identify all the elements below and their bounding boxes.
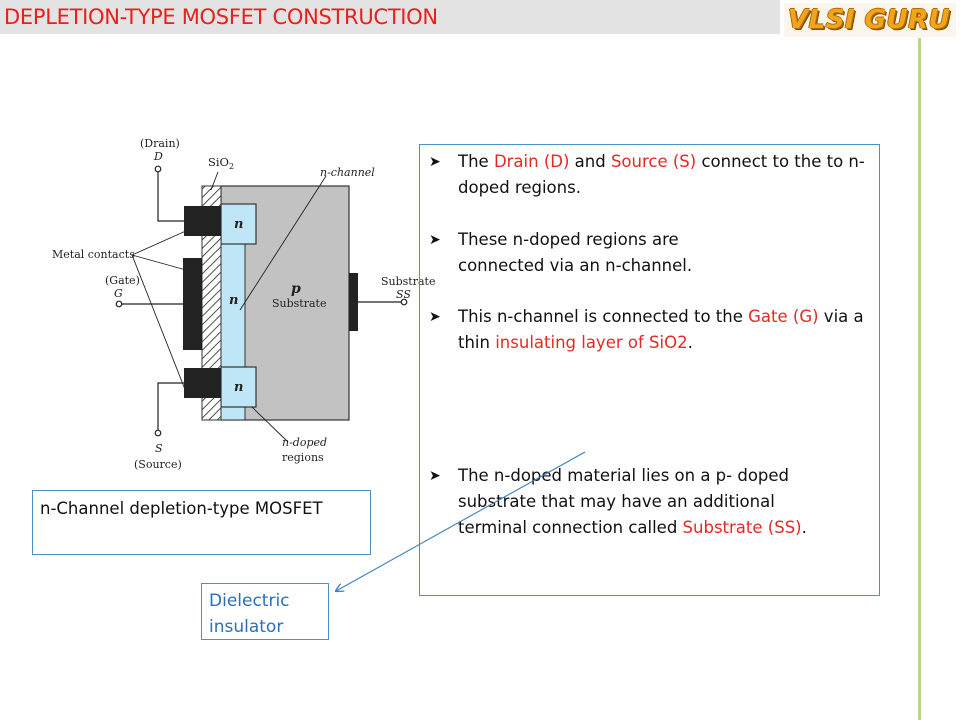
p-label: p [291, 281, 301, 297]
n-region-top [220, 203, 257, 245]
n-region-bottom [220, 366, 257, 408]
metal-contacts-label: Metal contacts [52, 248, 135, 261]
drain-symbol: D [153, 150, 163, 163]
drain-contact [184, 206, 221, 236]
ndoped-regions-label: regions [282, 451, 324, 464]
source-symbol: S [155, 442, 163, 455]
substrate-terminal [400, 298, 408, 306]
slide-title: DEPLETION-TYPE MOSFET CONSTRUCTION [4, 5, 438, 29]
bullet-substrate: ➤ The n-doped material lies on a p- dope… [429, 463, 829, 541]
mosfet-svg: (Drain) D SiO2 n-channel Metal contacts … [52, 137, 435, 471]
substrate-label: Substrate [272, 297, 326, 310]
nchannel-label: n-channel [320, 166, 375, 179]
ndoped-leader [251, 406, 289, 443]
drain-label: (Drain) [140, 137, 180, 150]
drain-terminal [154, 165, 162, 173]
n-top-label: n [234, 217, 243, 232]
gate-terminal [115, 300, 123, 308]
explanation-box: ➤ The Drain (D) and Source (S) connect t… [419, 144, 880, 596]
green-divider-line [918, 38, 921, 720]
bullet-drain-source: ➤ The Drain (D) and Source (S) connect t… [429, 149, 865, 201]
gate-contact [183, 258, 202, 350]
nchannel-leader [239, 175, 327, 311]
substrate-terminal-label: Substrate [381, 275, 435, 288]
source-contact [184, 368, 221, 398]
bullet-arrow-icon: ➤ [429, 309, 441, 325]
gate-symbol: G [114, 287, 123, 300]
logo-text: VLSI GURU [788, 5, 951, 35]
source-wire [157, 382, 184, 430]
metal-leader-2 [131, 254, 187, 271]
diagram-caption: n-Channel depletion-type MOSFET [32, 490, 371, 555]
metal-leader-3 [131, 254, 187, 393]
bullet-n-doped-regions: ➤ These n-doped regions are connected vi… [429, 227, 719, 279]
sio2-leader [210, 171, 219, 191]
mosfet-diagram: (Drain) D SiO2 n-channel Metal contacts … [40, 130, 440, 480]
dielectric-insulator-label: Dielectric insulator [201, 583, 329, 640]
drain-wire [157, 171, 184, 222]
substrate-terminal-symbol: SS [396, 288, 411, 301]
gate-label: (Gate) [105, 274, 140, 287]
source-terminal [154, 429, 162, 437]
bullet-gate: ➤ This n-channel is connected to the Gat… [429, 304, 865, 356]
ndoped-label: n-doped [282, 436, 327, 449]
metal-leader-1 [131, 229, 189, 256]
title-bar: DEPLETION-TYPE MOSFET CONSTRUCTION [0, 0, 780, 34]
bullet-arrow-icon: ➤ [429, 154, 441, 170]
n-channel-mid-label: n [229, 293, 238, 308]
bullet-arrow-icon: ➤ [429, 468, 441, 484]
source-label: (Source) [134, 458, 182, 471]
sio2-label: SiO2 [208, 155, 234, 171]
bullet-arrow-icon: ➤ [429, 232, 441, 248]
vlsi-guru-logo: VLSI GURU [784, 3, 956, 37]
substrate-contact [349, 273, 358, 331]
n-bottom-label: n [234, 380, 243, 395]
